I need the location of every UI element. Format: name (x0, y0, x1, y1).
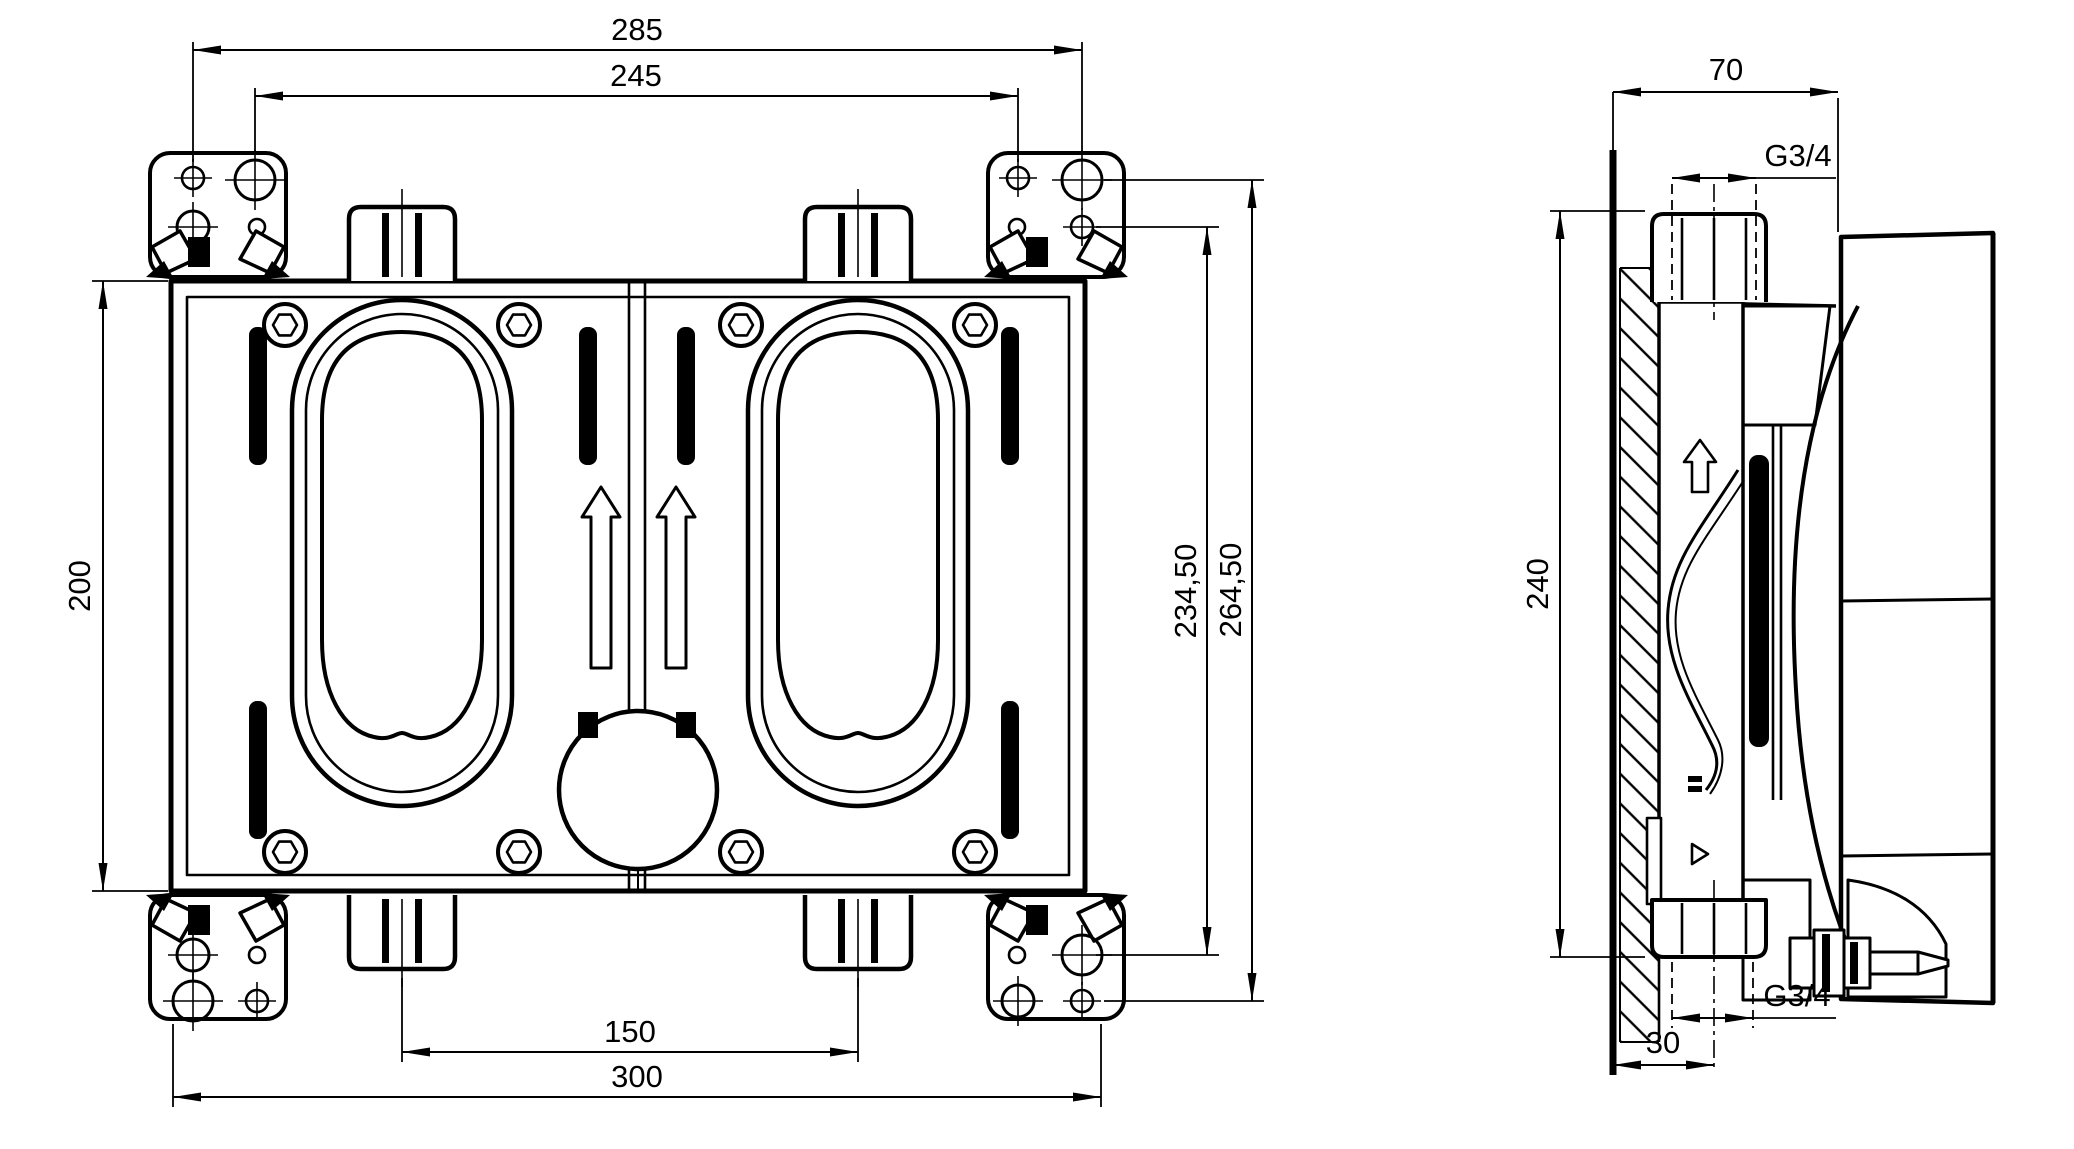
mounting-bracket-bottom-left (144, 891, 292, 1033)
front-view-drawing: 285 245 200 234,50 264,50 (62, 12, 1264, 1107)
side-box-bottom-hatch (1846, 878, 1948, 999)
dim-label-200: 200 (62, 560, 97, 612)
center-knockout (556, 708, 720, 891)
dim-label-g34-bottom: G3/4 (1763, 978, 1830, 1013)
dimension-70: 70 (1612, 52, 1839, 232)
dim-label-285: 285 (611, 12, 663, 47)
dim-label-240: 240 (1520, 558, 1555, 610)
top-right-fitting (805, 189, 911, 281)
dimension-30: 30 (1613, 1025, 1714, 1070)
dimension-150: 150 (401, 978, 859, 1062)
dimension-285: 285 (192, 12, 1083, 162)
left-oval-opening (289, 297, 515, 809)
dimension-240: 240 (1520, 210, 1645, 958)
flow-direction-arrow-icon (1682, 438, 1718, 494)
bottom-left-fitting (349, 895, 455, 987)
side-box-outline (1838, 230, 1996, 1006)
top-connection-nut (1650, 184, 1768, 320)
side-view-drawing: 70 G3/4 240 G3/4 30 (1520, 52, 1996, 1075)
mounting-bracket-top-right (982, 148, 1130, 281)
dimension-200: 200 (62, 280, 168, 892)
dimension-245: 245 (254, 58, 1019, 162)
mounting-bracket-top-left (144, 148, 292, 281)
retaining-clip-inner (1674, 479, 1745, 795)
top-left-fitting (349, 189, 455, 281)
dimension-g34-top: G3/4 (1672, 138, 1836, 183)
dimension-234-50: 234,50 (1096, 226, 1219, 956)
cover-flange-section (1741, 304, 1860, 1002)
marker-triangle-icon (1690, 842, 1710, 866)
center-seam (627, 281, 647, 891)
dim-label-150: 150 (604, 1014, 656, 1049)
dim-label-g34-top: G3/4 (1764, 138, 1831, 173)
dim-label-234-50: 234,50 (1168, 544, 1203, 639)
dim-label-30: 30 (1646, 1025, 1680, 1060)
dim-label-300: 300 (611, 1059, 663, 1094)
dimension-g34-bottom: G3/4 (1672, 978, 1836, 1023)
bottom-outlet-fitting (1788, 928, 1950, 998)
dimension-264-50: 264,50 (1104, 179, 1264, 1002)
dim-label-264-50: 264,50 (1213, 543, 1248, 638)
dimension-300: 300 (172, 1024, 1102, 1107)
dim-label-245: 245 (610, 58, 662, 93)
valve-body-section (1645, 300, 1837, 906)
bottom-right-fitting (805, 895, 911, 987)
right-oval-opening (745, 297, 971, 809)
dim-label-70: 70 (1709, 52, 1743, 87)
retaining-clip (1666, 469, 1740, 791)
mounting-bracket-bottom-right (982, 891, 1130, 1028)
